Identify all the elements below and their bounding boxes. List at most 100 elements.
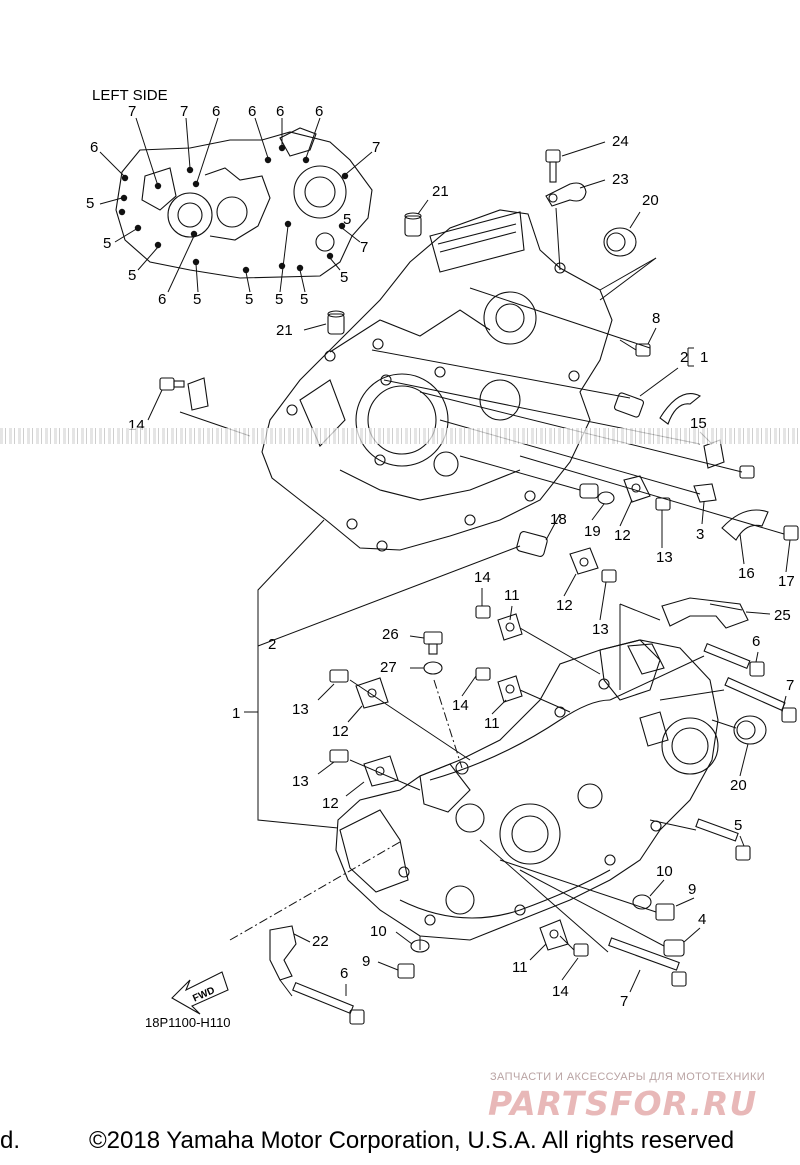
inset-callout: 6 [212,103,220,120]
inset-bearing-left [167,192,213,238]
stay-11-mid [497,613,523,641]
callout-17: 17 [778,573,795,590]
inset-bolt [118,208,126,216]
inset-bolt [326,252,334,260]
bolt-5-right [695,818,751,861]
fwd-label: FWD [191,985,216,1004]
callout-4: 4 [698,911,706,928]
inset-bearing-right [293,165,347,219]
upper-small-bore [479,379,521,421]
upper-bolt-holes [286,262,580,552]
washer-27 [423,661,443,675]
oil-seal-20-top [603,227,637,257]
callout-7: 7 [620,993,628,1010]
upper-small-parts [159,149,799,583]
bracket-25 [661,597,749,629]
bolt-hole [380,374,392,386]
bolt-hole [598,678,610,690]
inset-bearing-left-inner [177,202,203,228]
callout-24: 24 [612,133,629,150]
callout-9: 9 [362,953,370,970]
inset-bolt [296,264,304,272]
callout-25: 25 [774,607,791,624]
footer-left-fragment: d. [0,1127,21,1154]
inset-bolt-dots [118,144,349,274]
inset-callout: 6 [248,103,256,120]
inset-bolt [190,230,198,238]
callout-1: 1 [700,349,708,366]
inset-callout: 7 [180,103,188,120]
inset-bolt [186,166,194,174]
callout-14: 14 [452,697,469,714]
clamp-22 [269,925,297,981]
upper-boss [433,451,459,477]
callout-23: 23 [612,171,629,188]
bolt-13-left-low [329,749,349,763]
lower-pocket [419,763,471,813]
inset-bolt [154,241,162,249]
inset-callout: 5 [193,291,201,308]
inset-callout-labels: 7 7 6 6 6 6 6 7 5 5 5 6 5 5 5 5 5 7 5 7 [86,103,380,308]
callout-26: 26 [382,626,399,643]
bolt-14-bottom [573,943,589,957]
callout-2: 2 [680,349,688,366]
callout-1: 1 [232,705,240,722]
bolt-hole [372,338,384,350]
lower-sensor [627,643,665,675]
stay-14-top [187,377,209,411]
callout-14: 14 [474,569,491,586]
figure-code: 18P1100-H110 [145,1015,231,1030]
bolt-hole [434,366,446,378]
bolt-hole [464,514,476,526]
bolt-14-lower [475,667,491,681]
bolt-9-right [655,903,675,921]
callout-2: 2 [268,636,276,653]
lower-boss [577,783,603,809]
lower-rib [429,699,611,781]
lower-small-parts [269,597,797,1025]
clip-3 [693,483,717,503]
upper-crankcase-outline [261,209,613,551]
callout-10: 10 [370,923,387,940]
callout-13: 13 [292,773,309,790]
lower-bearing-inner [511,815,549,853]
callout-6: 6 [752,633,760,650]
lower-crankcase-outline [335,639,719,941]
collar-18-small [579,483,599,499]
callout-22: 22 [312,933,329,950]
lower-crankcase-half [335,639,719,941]
inset-callout: 6 [315,103,323,120]
callout-8: 8 [652,310,660,327]
callout-5: 5 [734,817,742,834]
dowel-pin-21-top [404,212,422,237]
callout-20: 20 [642,192,659,209]
inset-bearing-mid [216,196,248,228]
dowel-pin-21-left [327,310,345,335]
inset-callout: 5 [128,267,136,284]
bolt-hole [398,866,410,878]
bolt-hole [324,350,336,362]
upper-shaft-bore [483,291,537,345]
callout-20: 20 [730,777,747,794]
copyright-text: ©2018 Yamaha Motor Corporation, U.S.A. A… [89,1127,735,1154]
lower-cylinder-boss [599,639,661,701]
bolt-15-right [739,465,755,479]
bolt-13-mid [601,569,617,583]
lower-bearing-bore [499,803,561,865]
inset-leaders [99,117,373,293]
inset-callout: 5 [103,235,111,252]
inset-bolt [338,222,346,230]
inset-callout: 7 [372,139,380,156]
forward-arrow-icon: FWD [171,971,229,1015]
bolt-hole [424,914,436,926]
bolt-hole [286,404,298,416]
inset-callout: 5 [340,269,348,286]
inset-tab [279,127,317,157]
inset-callout: 5 [300,291,308,308]
bolt-8 [619,339,651,357]
collar-18 [516,531,548,557]
inset-callout: 5 [343,211,351,228]
bolt-hole [514,904,526,916]
lower-small-bore [455,803,485,833]
